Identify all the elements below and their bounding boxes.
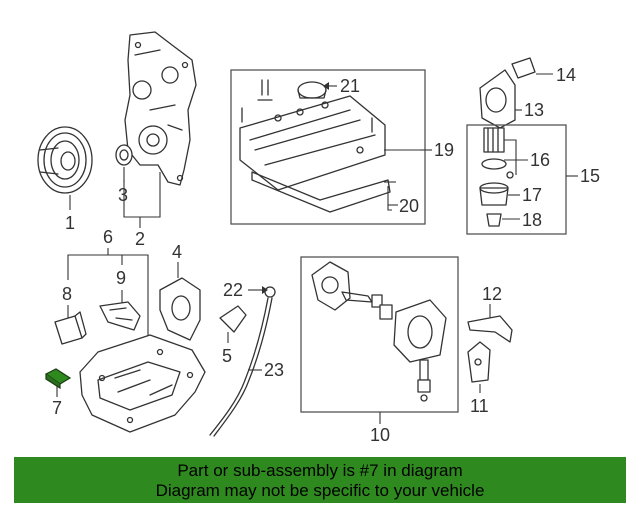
oil-strainer-bracket	[54, 311, 87, 345]
valve-cover	[239, 95, 386, 191]
callout-8: 8	[62, 284, 72, 304]
oil-baffle	[99, 301, 141, 331]
info-banner: Part or sub-assembly is #7 in diagram Di…	[14, 457, 626, 503]
oil-filter-housing	[479, 69, 516, 129]
callout-6: 6	[103, 227, 113, 247]
dipstick-bracket	[219, 305, 247, 333]
callout-16: 16	[530, 150, 550, 170]
callout-12: 12	[482, 284, 502, 304]
housing-gasket	[511, 57, 536, 79]
mounting-bracket-11	[467, 341, 491, 383]
banner-line-1: Part or sub-assembly is #7 in diagram	[177, 461, 463, 480]
callout-18: 18	[522, 210, 542, 230]
oil-dipstick	[209, 286, 276, 437]
callout-19: 19	[434, 140, 454, 160]
engine-mount-cover	[159, 277, 201, 341]
callout-11: 11	[470, 396, 489, 416]
mounting-bracket-12	[467, 315, 513, 343]
callout-10: 10	[370, 425, 390, 445]
oil-pump-assembly	[311, 261, 447, 402]
callout-3: 3	[118, 185, 128, 205]
valve-cover-gasket	[251, 171, 391, 213]
callout-2: 2	[135, 229, 145, 249]
oil-filter-element	[483, 127, 505, 153]
callout-4: 4	[172, 242, 182, 262]
crank-pulley	[37, 126, 93, 194]
callout-14: 14	[556, 65, 576, 85]
callout-17: 17	[522, 185, 542, 205]
callout-23: 23	[264, 360, 284, 380]
oil-filler-cap	[297, 81, 327, 99]
highlighted-part-7	[44, 368, 72, 390]
callout-13: 13	[524, 100, 544, 120]
callout-7: 7	[52, 398, 62, 418]
oil-pan	[79, 334, 206, 433]
valve-cover-bolts	[241, 79, 373, 133]
parts-diagram: 1 2 3 6 9 8 7	[37, 31, 600, 445]
callout-1: 1	[65, 213, 75, 233]
callout-5: 5	[222, 346, 232, 366]
timing-chain-cover	[124, 31, 197, 186]
callout-22: 22	[223, 280, 243, 300]
callout-15: 15	[580, 166, 600, 186]
banner-line-2: Diagram may not be specific to your vehi…	[155, 481, 485, 500]
drain-plug	[486, 213, 502, 227]
callout-21: 21	[340, 76, 360, 96]
crank-seal	[115, 144, 133, 166]
filter-o-ring	[481, 158, 507, 170]
callout-9: 9	[116, 268, 126, 288]
filter-cap	[479, 182, 509, 206]
callout-20: 20	[399, 196, 419, 216]
